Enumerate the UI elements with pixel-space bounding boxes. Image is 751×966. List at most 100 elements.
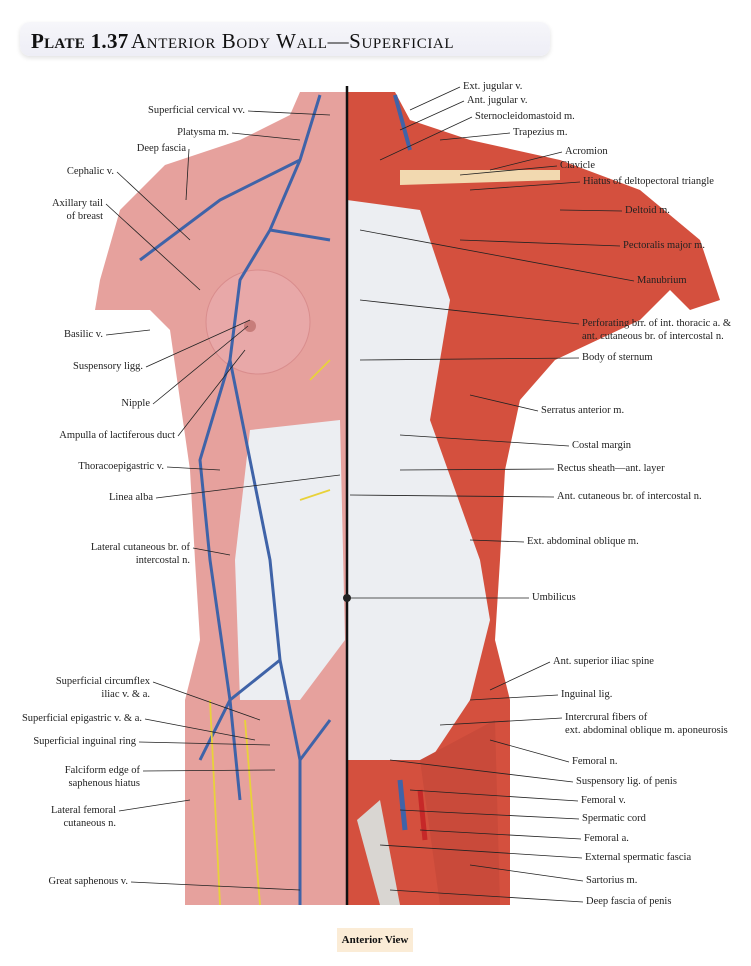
penis-shape bbox=[357, 800, 400, 905]
leader-line bbox=[389, 889, 584, 903]
leader-line bbox=[469, 181, 581, 191]
nerves bbox=[209, 359, 331, 906]
leader-line bbox=[185, 148, 190, 201]
leader-line bbox=[192, 547, 231, 556]
label-suspensory-lig-of-penis: Suspensory lig. of penis bbox=[576, 776, 677, 787]
leader-line bbox=[116, 171, 191, 241]
label-basilic-v: Basilic v. bbox=[64, 329, 103, 340]
label-rectus-sheath-ant-layer: Rectus sheath—ant. layer bbox=[557, 463, 665, 474]
label-superficial-epigastric-v-a: Superficial epigastric v. & a. bbox=[21, 713, 142, 724]
label-umbilicus: Umbilicus bbox=[532, 592, 576, 603]
leader-line bbox=[469, 394, 539, 412]
label-femoral-n: Femoral n. bbox=[572, 756, 618, 767]
label-ant-superior-iliac-spine: Ant. superior iliac spine bbox=[553, 656, 654, 667]
label-lateral-femoral: Lateral femoral cutaneous n. bbox=[51, 805, 116, 829]
label-hiatus-of-deltopectoral-triangle: Hiatus of deltopectoral triangle bbox=[583, 176, 714, 187]
leader-line bbox=[152, 681, 261, 721]
leader-line bbox=[409, 86, 461, 111]
leader-line bbox=[155, 474, 341, 499]
leader-line bbox=[118, 799, 191, 812]
leader-line bbox=[359, 229, 635, 282]
label-clavicle: Clavicle bbox=[560, 160, 595, 171]
leader-line bbox=[399, 809, 580, 820]
left-half-superficial bbox=[95, 92, 347, 906]
leader-line bbox=[359, 357, 580, 361]
leader-line bbox=[489, 151, 563, 171]
label-nipple: Nipple bbox=[121, 398, 150, 409]
leader-line bbox=[105, 203, 201, 291]
clavicle-shape bbox=[400, 170, 560, 185]
label-sternocleidomastoid-m: Sternocleidomastoid m. bbox=[475, 111, 575, 122]
leader-line bbox=[399, 434, 570, 447]
label-deep-fascia-of-penis: Deep fascia of penis bbox=[586, 896, 672, 907]
leader-line bbox=[130, 881, 301, 891]
leader-line bbox=[469, 539, 525, 543]
label-acromion: Acromion bbox=[565, 146, 608, 157]
leader-line bbox=[379, 116, 473, 161]
label-pectoralis-major-m: Pectoralis major m. bbox=[623, 240, 705, 251]
leader-line bbox=[399, 468, 555, 471]
leader-line bbox=[559, 209, 623, 212]
leader-line bbox=[439, 717, 563, 726]
leader-line bbox=[389, 759, 574, 783]
label-ampulla-of-lactiferous-duct: Ampulla of lactiferous duct bbox=[59, 430, 175, 441]
leader-line bbox=[247, 110, 331, 116]
label-trapezius-m: Trapezius m. bbox=[513, 127, 568, 138]
leader-line bbox=[419, 829, 582, 840]
label-great-saphenous-v: Great saphenous v. bbox=[48, 876, 128, 887]
label-suspensory-ligg: Suspensory ligg. bbox=[72, 361, 143, 372]
leader-line bbox=[399, 100, 465, 131]
label-platysma-m: Platysma m. bbox=[177, 127, 229, 138]
leader-line bbox=[459, 239, 621, 247]
label-linea-alba: Linea alba bbox=[108, 492, 153, 503]
leader-line bbox=[469, 694, 559, 701]
veins bbox=[139, 94, 332, 905]
label-superficial-inguinal-ring: Superficial inguinal ring bbox=[33, 736, 136, 747]
label-body-of-sternum: Body of sternum bbox=[582, 352, 653, 363]
plate-number: Plate 1.37 bbox=[31, 29, 129, 53]
label-spermatic-cord: Spermatic cord bbox=[582, 813, 646, 824]
leader-line bbox=[166, 466, 221, 471]
label-serratus-anterior-m: Serratus anterior m. bbox=[541, 405, 625, 416]
plate-title: Anterior Body Wall—Superficial bbox=[131, 29, 455, 53]
leader-line bbox=[439, 132, 511, 141]
label-ext-jugular-v: Ext. jugular v. bbox=[463, 81, 523, 92]
rectus-sheath bbox=[347, 200, 490, 760]
umbilicus-mark bbox=[343, 594, 351, 602]
label-superficial-circumflex: Superficial circumflex iliac v. & a. bbox=[55, 676, 150, 700]
nipple-mark bbox=[244, 320, 256, 332]
breast bbox=[205, 269, 311, 375]
leader-line bbox=[409, 789, 579, 802]
label-lateral-cutaneous-br-of: Lateral cutaneous br. of intercostal n. bbox=[90, 542, 190, 566]
label-perforating-brr-of-int-thoracic-a: Perforating brr. of int. thoracic a. & a… bbox=[582, 318, 731, 342]
label-femoral-v: Femoral v. bbox=[581, 795, 626, 806]
label-ext-abdominal-oblique-m: Ext. abdominal oblique m. bbox=[527, 536, 639, 547]
leader-line bbox=[489, 661, 551, 691]
left-abdominal-fascia bbox=[235, 420, 345, 700]
leader-line bbox=[231, 132, 301, 141]
plate-title-banner: Plate 1.37 Anterior Body Wall—Superficia… bbox=[20, 22, 550, 56]
label-intercrural-fibers-of: Intercrural fibers of ext. abdominal obl… bbox=[565, 712, 728, 736]
leader-line bbox=[379, 844, 583, 859]
label-thoracoepigastric-v: Thoracoepigastric v. bbox=[78, 461, 164, 472]
label-ant-cutaneous-br-of-intercostal-n: Ant. cutaneous br. of intercostal n. bbox=[557, 491, 702, 502]
label-cephalic-v: Cephalic v. bbox=[66, 166, 114, 177]
view-caption: Anterior View bbox=[337, 928, 413, 952]
label-external-spermatic-fascia: External spermatic fascia bbox=[585, 852, 692, 863]
label-deltoid-m: Deltoid m. bbox=[625, 205, 670, 216]
leader-line bbox=[145, 319, 251, 368]
label-superficial-cervical-vv: Superficial cervical vv. bbox=[148, 105, 245, 116]
leader-lines bbox=[105, 86, 635, 903]
label-manubrium: Manubrium bbox=[637, 275, 687, 286]
leader-line bbox=[177, 349, 246, 437]
leader-line bbox=[138, 741, 271, 746]
leader-line bbox=[489, 739, 570, 763]
leader-line bbox=[144, 718, 256, 741]
label-ant-jugular-v: Ant. jugular v. bbox=[467, 95, 528, 106]
leader-line bbox=[349, 494, 555, 498]
leader-line bbox=[152, 325, 249, 405]
jugular-vein bbox=[393, 94, 412, 151]
label-femoral-a: Femoral a. bbox=[584, 833, 629, 844]
leader-line bbox=[105, 329, 151, 336]
